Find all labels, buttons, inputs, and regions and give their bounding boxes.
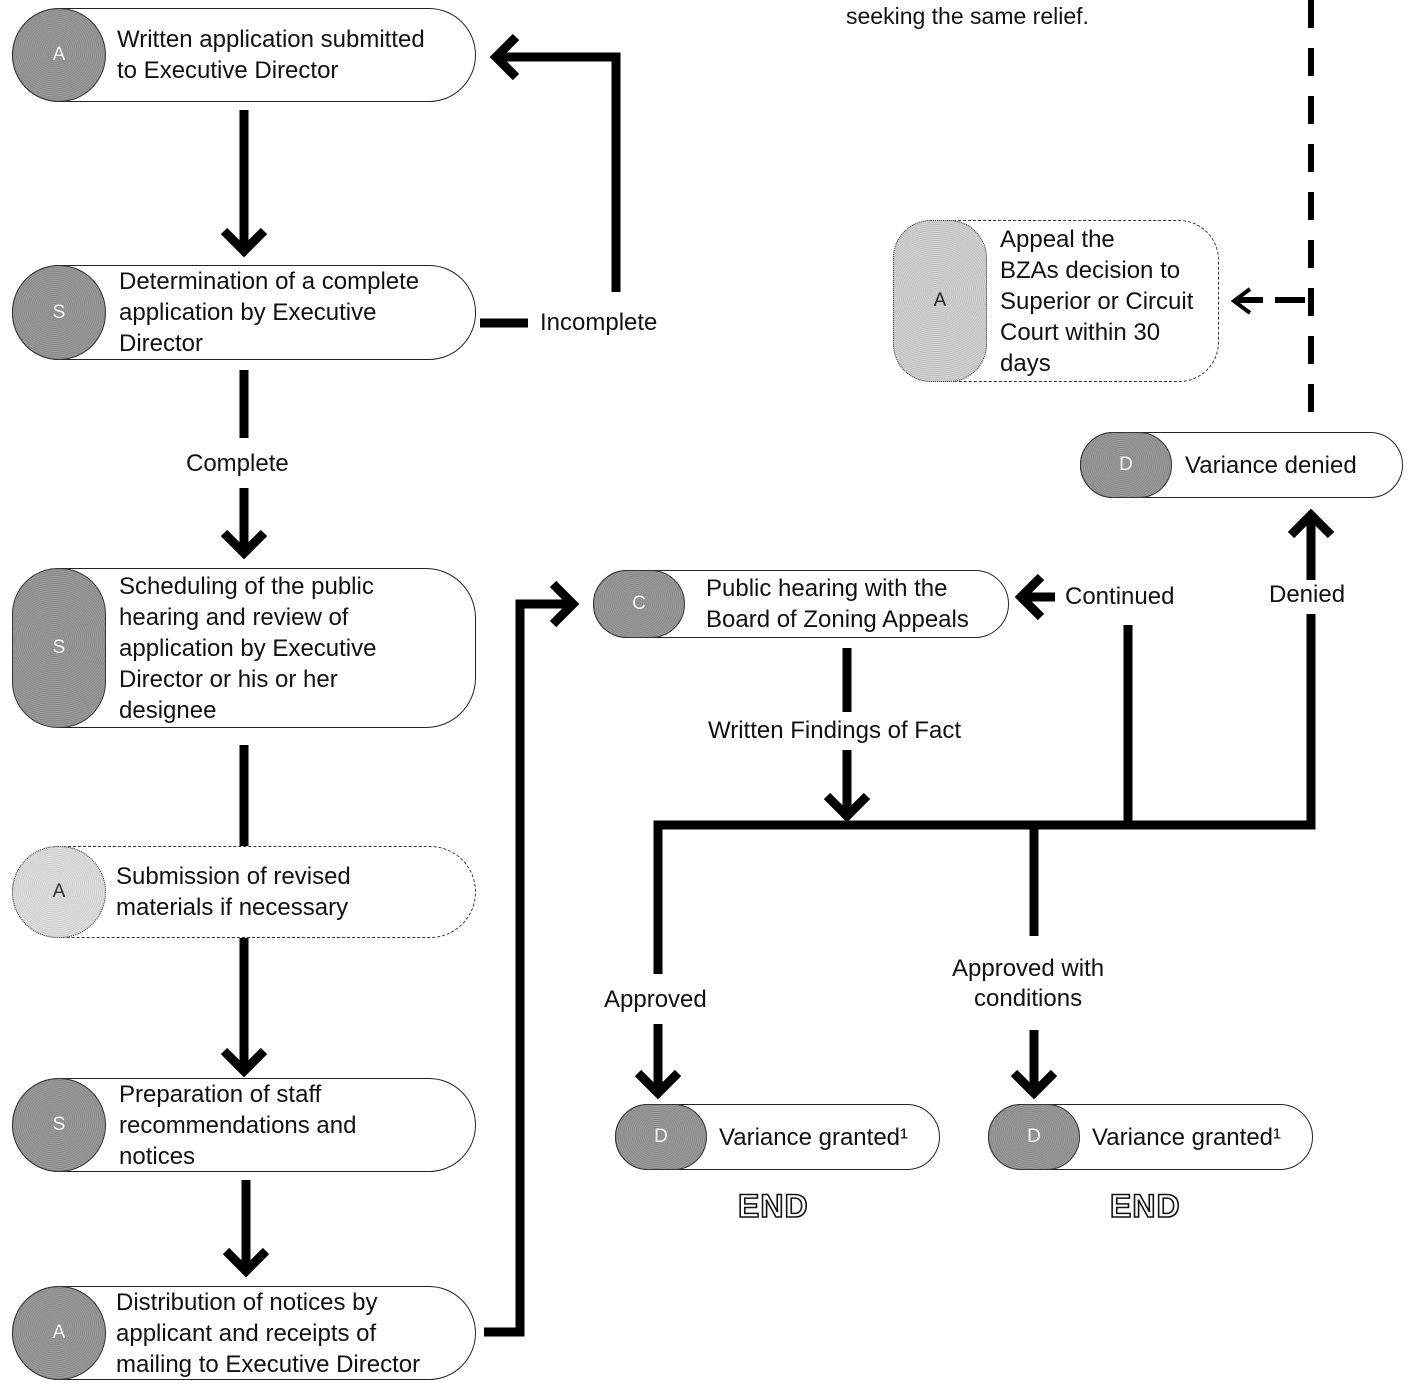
node-public-hearing: C Public hearing with the Board of Zonin… — [593, 570, 1009, 638]
arrowhead-granted-conditions — [1010, 1069, 1058, 1100]
node-text: Submission of revised materials if neces… — [116, 863, 351, 921]
badge-staff: S — [12, 568, 106, 728]
arrowhead-variance-denied — [1287, 508, 1335, 539]
badge-applicant: A — [893, 220, 987, 382]
arrowhead-written-application — [489, 33, 520, 81]
node-staff-recommendations: S Preparation of staff recommendations a… — [12, 1078, 476, 1172]
node-text: Public hearing with the Board of Zoning … — [706, 575, 969, 633]
label-incomplete: Incomplete — [540, 308, 658, 338]
arrowhead-branch — [823, 792, 871, 823]
badge-applicant: A — [12, 8, 106, 102]
badge-commission: C — [593, 570, 685, 638]
node-variance-granted-conditions: D Variance granted¹ — [988, 1104, 1313, 1170]
node-text: Variance granted¹ — [719, 1123, 908, 1151]
end-label-approved: END — [737, 1187, 809, 1225]
node-variance-denied: D Variance denied — [1080, 432, 1403, 498]
node-text: Variance granted¹ — [1092, 1123, 1281, 1151]
badge-decision: D — [988, 1104, 1080, 1170]
arrowhead-determination — [220, 227, 268, 258]
arrowhead-staff — [220, 1047, 268, 1078]
arrowhead-granted-approved — [634, 1069, 682, 1100]
appeal-note: seeking the same relief. — [846, 3, 1089, 29]
label-written-findings: Written Findings of Fact — [708, 716, 961, 746]
node-text: Preparation of staff recommendations and… — [119, 1080, 357, 1170]
node-text: Written application submitted to Executi… — [117, 26, 425, 84]
label-approved: Approved — [604, 985, 707, 1015]
decision-bar — [653, 614, 1316, 974]
end-label-conditions: END — [1109, 1187, 1181, 1225]
node-text: Distribution of notices by applicant and… — [116, 1288, 421, 1378]
badge-staff: S — [12, 1078, 106, 1172]
node-text: Scheduling of the public hearing and rev… — [119, 572, 377, 724]
node-text: Determination of a complete application … — [119, 268, 420, 357]
node-revised-materials: A Submission of revised materials if nec… — [12, 846, 476, 938]
node-written-application: A Written application submitted to Execu… — [12, 8, 476, 102]
node-appeal: A Appeal the BZAs decision to Superior o… — [893, 220, 1219, 382]
arrowhead-public-hearing — [549, 580, 580, 628]
arrowhead-continued — [1014, 573, 1045, 621]
node-variance-granted-approved: D Variance granted¹ — [615, 1104, 940, 1170]
arrow-incomplete-loop — [496, 52, 621, 292]
node-determination: S Determination of a complete applicatio… — [12, 265, 476, 360]
node-text: Variance denied — [1185, 451, 1357, 479]
badge-decision: D — [1080, 432, 1172, 498]
arrowhead-distribution — [222, 1247, 270, 1278]
arrowhead-appeal — [1230, 287, 1252, 315]
node-distribution: A Distribution of notices by applicant a… — [12, 1286, 476, 1380]
badge-staff: S — [12, 265, 106, 360]
node-text: Appeal the BZAs decision to Superior or … — [1000, 225, 1194, 377]
label-approved-with-conditions: Approved with conditions — [952, 954, 1105, 1014]
badge-decision: D — [615, 1104, 707, 1170]
label-denied: Denied — [1269, 580, 1346, 610]
node-scheduling: S Scheduling of the public hearing and r… — [12, 568, 476, 728]
label-continued: Continued — [1065, 582, 1175, 612]
badge-applicant: A — [12, 846, 106, 938]
arrow-distribution-to-hearing — [484, 599, 572, 1337]
arrowhead-scheduling — [220, 529, 268, 560]
label-complete: Complete — [186, 449, 289, 479]
badge-applicant: A — [12, 1286, 106, 1380]
